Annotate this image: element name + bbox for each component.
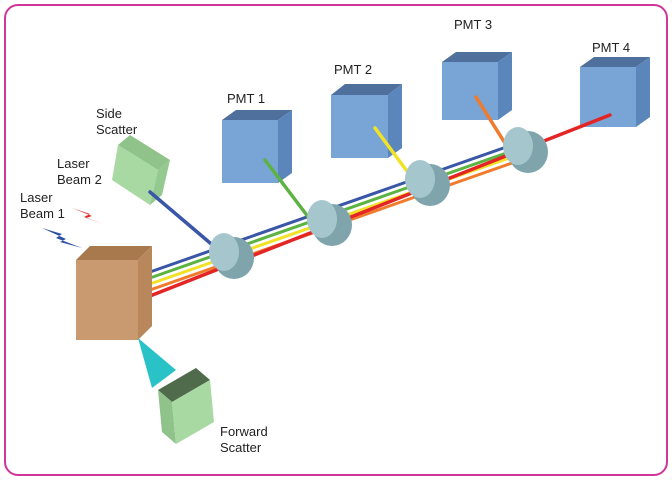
filter-lens-4 xyxy=(503,127,548,173)
pmt-2-side xyxy=(388,84,402,158)
flow-cell-front xyxy=(76,260,138,340)
forward-scatter-front xyxy=(172,380,214,444)
side-scatter-front xyxy=(112,145,158,205)
diagram-frame xyxy=(4,4,668,476)
filter-lens-1-face xyxy=(209,233,239,271)
pmt-1-top xyxy=(222,110,292,120)
laser-beam-1-bolt xyxy=(42,228,82,248)
forward-scatter-cone xyxy=(138,338,176,388)
pmt-2-front xyxy=(331,95,388,158)
pmt-1-front xyxy=(222,120,278,183)
side-scatter-label-line1: Side xyxy=(96,106,122,121)
laser-beam-2-label-line2: Beam 2 xyxy=(57,172,102,187)
forward-scatter-label-line1: Forward xyxy=(220,424,268,439)
forward-scatter-top xyxy=(158,368,210,402)
pmt-4-detector xyxy=(580,57,650,127)
laser-beam-2-label-line1: Laser xyxy=(57,156,90,171)
filter-lens-2 xyxy=(307,200,352,246)
pmt-4-top xyxy=(580,57,650,67)
side-scatter-beam xyxy=(148,190,218,250)
side-scatter-label-line2: Scatter xyxy=(96,122,138,137)
pmt-3-side xyxy=(498,52,512,120)
forward-scatter-side xyxy=(158,390,176,444)
pmt-1-beam xyxy=(263,158,314,224)
pmt-2-detector xyxy=(331,84,402,158)
filter-lens-2-face xyxy=(307,200,337,238)
pmt-2-label: PMT 2 xyxy=(334,62,372,77)
pmt-4-front xyxy=(580,67,636,127)
forward-scatter-label-line2: Scatter xyxy=(220,440,262,455)
pmt-2-top xyxy=(331,84,402,95)
pmt-4-side xyxy=(636,57,650,127)
laser-beam-1-label-line2: Beam 1 xyxy=(20,206,65,221)
pmt-3-front xyxy=(442,62,498,120)
pmt-3-beam xyxy=(474,95,510,150)
pmt-3-label: PMT 3 xyxy=(454,17,492,32)
filter-lens-3 xyxy=(405,160,450,206)
side-scatter-top xyxy=(118,135,170,170)
pmt-3-top xyxy=(442,52,512,62)
flow-cell-top xyxy=(76,246,152,260)
filter-lens-4-face xyxy=(503,127,533,165)
pmt-1-side xyxy=(278,110,292,183)
side-scatter-side xyxy=(150,160,170,205)
pmt-3-detector xyxy=(442,52,512,120)
pmt-1-label: PMT 1 xyxy=(227,91,265,106)
flow-cell-side xyxy=(138,246,152,340)
flow-cell xyxy=(76,246,152,340)
forward-scatter-detector xyxy=(158,368,214,444)
laser-beam-2-bolt xyxy=(72,208,104,224)
pmt-4-label: PMT 4 xyxy=(592,40,630,55)
side-scatter-detector xyxy=(112,135,170,205)
laser-beam-1-label-line1: Laser xyxy=(20,190,53,205)
filter-lens-1 xyxy=(209,233,254,279)
pmt-1-detector xyxy=(222,110,292,183)
filter-lens-3-face xyxy=(405,160,435,198)
